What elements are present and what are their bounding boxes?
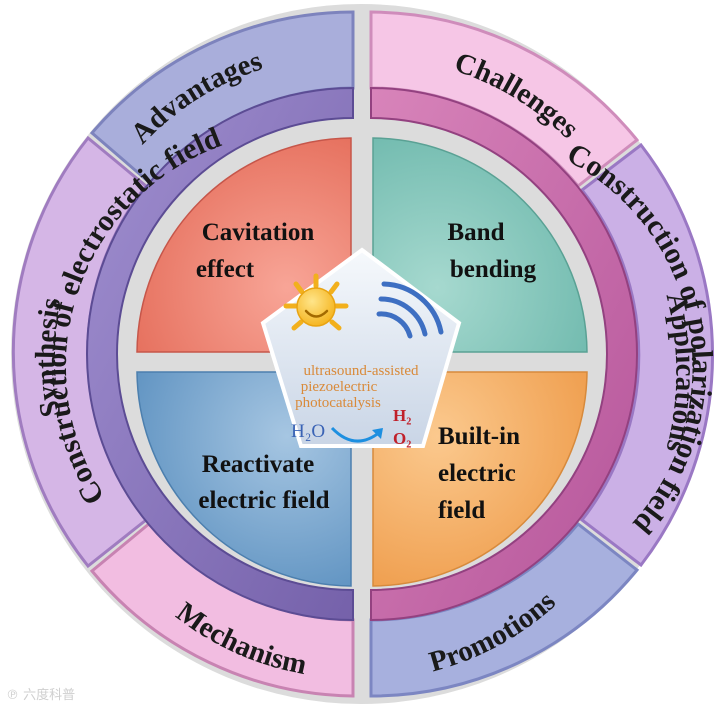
outer-segment-applications bbox=[579, 142, 715, 568]
water-label: H₂O bbox=[291, 421, 325, 442]
outer-segment-promotions bbox=[369, 521, 640, 698]
watermark: ℗ 六度科普 bbox=[6, 688, 76, 703]
middle-ring-right bbox=[370, 86, 638, 622]
oxygen-label: O₂ bbox=[393, 429, 411, 448]
quadrant-label-builtin-3: field bbox=[438, 497, 485, 524]
quadrant-label-cavitation-1: Cavitation bbox=[202, 219, 315, 246]
reaction-arrow-icon bbox=[330, 426, 381, 443]
sun-icon bbox=[283, 273, 349, 331]
ultrasound-waves-icon bbox=[376, 281, 444, 339]
quadrant-label-cavitation-2: effect bbox=[196, 256, 255, 283]
quadrant-label-band-2: bending bbox=[450, 256, 537, 283]
quadrant-label-builtin-1: Built-in bbox=[438, 423, 520, 450]
center-text-line-2: piezoelectric bbox=[301, 379, 378, 395]
arrowhead-icon bbox=[372, 428, 383, 439]
quadrant-label-reactivate-2: electric field bbox=[198, 487, 329, 514]
center-text-line-3: photocatalysis bbox=[295, 395, 381, 411]
middle-ring-left bbox=[86, 86, 354, 622]
quadrant-label-band-1: Band bbox=[448, 219, 505, 246]
quadrant-label-reactivate-1: Reactivate bbox=[202, 451, 314, 478]
center-text-line-1: ultrasound-assisted bbox=[304, 363, 419, 379]
hydrogen-label: H₂ bbox=[393, 406, 411, 425]
quadrant-label-builtin-2: electric bbox=[438, 460, 516, 487]
